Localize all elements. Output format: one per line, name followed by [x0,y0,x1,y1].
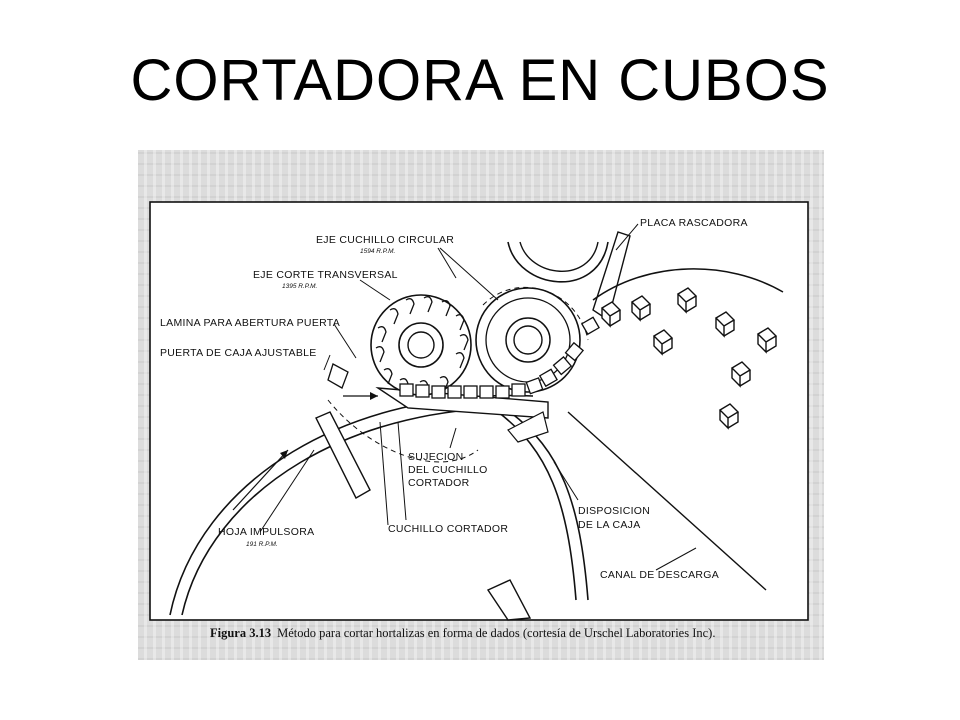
figure-caption: Figura 3.13 Método para cortar hortalizas… [210,626,715,640]
crosscut-hub-inner [407,331,435,359]
label-lamina-abertura: LAMINA PARA ABERTURA PUERTA [160,317,340,329]
dicer-diagram: PLACA RASCADORA EJE CUCHILLO CIRCULAR 15… [149,201,809,640]
scanned-figure: PLACA RASCADORA EJE CUCHILLO CIRCULAR 15… [138,150,824,660]
discharge-chute [567,411,767,591]
label-eje-cuchillo-circular: EJE CUCHILLO CIRCULAR [316,234,454,246]
impeller-blade [315,411,371,499]
label-disposicion-2: DE LA CAJA [578,519,641,531]
crosscut-knives [375,296,469,397]
label-eje-corte-transversal-rpm: 1395 R.P.M. [282,283,317,290]
knife-holder [507,411,549,443]
flow-arrowhead-2 [370,392,378,400]
label-eje-corte-transversal: EJE CORTE TRANSVERSAL [253,269,398,281]
circular-knife-hub-inner [513,325,543,355]
label-eje-cuchillo-circular-rpm: 1594 R.P.M. [360,248,395,255]
scraper-roller-inner [519,241,599,272]
discharged-cubes [600,287,778,430]
discharge-guide-curve [592,268,784,301]
flow-arrowhead-1 [280,450,288,459]
label-puerta-caja: PUERTA DE CAJA AJUSTABLE [160,347,317,359]
caption-prefix: Figura 3.13 [210,626,271,640]
label-disposicion-1: DISPOSICION [578,505,650,517]
label-sujecion-1: SUJECION [408,451,464,463]
label-canal-descarga: CANAL DE DESCARGA [600,569,719,581]
lower-impeller-blade [486,579,532,621]
label-cuchillo-cortador: CUCHILLO CORTADOR [388,523,508,535]
scraper-roller-outer [507,241,609,283]
label-sujecion-2: DEL CUCHILLO [408,464,488,476]
label-hoja-impulsora-rpm: 191 R.P.M. [246,541,278,548]
adjustable-gate [327,363,349,389]
slide-title: CORTADORA EN CUBOS [130,48,830,113]
flow-arrow-1 [232,449,289,511]
caption-text: Método para cortar hortalizas en forma d… [277,626,715,640]
label-placa-rascadora: PLACA RASCADORA [640,217,748,229]
label-hoja-impulsora: HOJA IMPULSORA [218,526,314,538]
impeller-dashed-path [327,399,479,463]
cube-row [399,316,600,399]
label-sujecion-3: CORTADOR [408,477,470,489]
leader-lines [259,223,697,571]
